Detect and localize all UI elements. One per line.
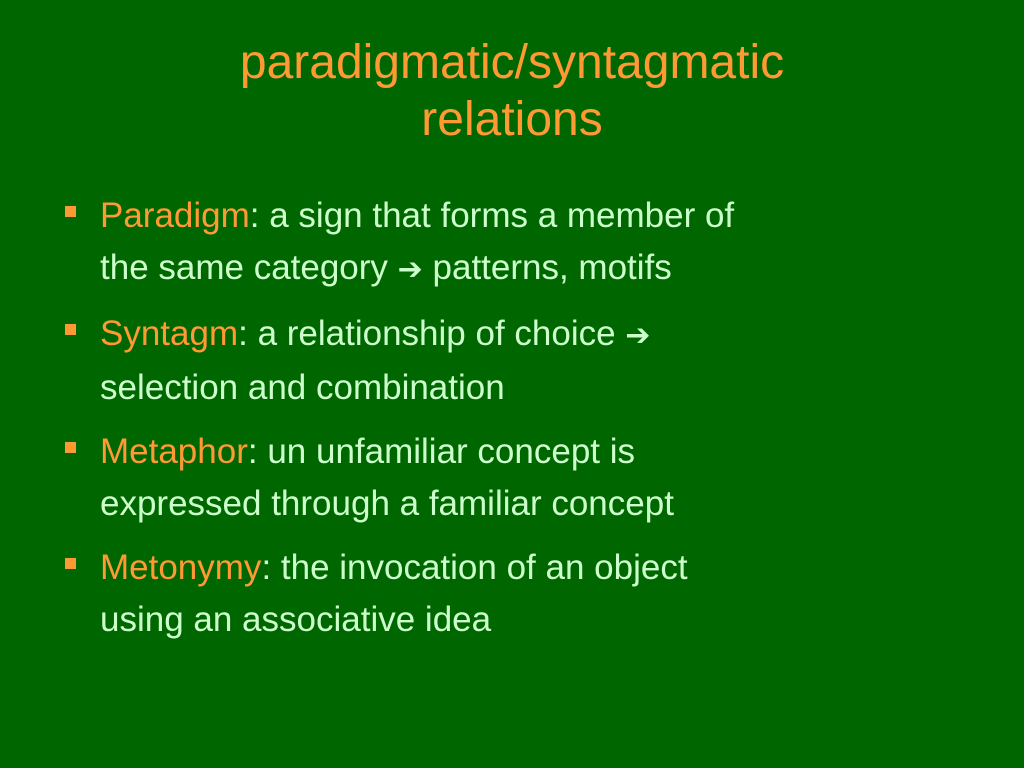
- bullet-text: : the invocation of an object: [261, 548, 688, 587]
- slide-title-line-2: relations: [421, 93, 603, 146]
- bullet-item-metaphor: Metaphor: un unfamiliar concept is expre…: [62, 426, 962, 530]
- right-arrow-icon: ➔: [397, 252, 423, 287]
- bullet-term: Paradigm: [100, 196, 250, 235]
- bullet-text: expressed through a familiar concept: [100, 484, 674, 523]
- slide-title-line-1: paradigmatic/syntagmatic: [239, 36, 785, 89]
- square-bullet-icon: [65, 206, 76, 217]
- bullet-text: : a sign that forms a member of: [249, 196, 735, 235]
- right-arrow-icon: ➔: [625, 318, 651, 353]
- bullet-item-paradigm: Paradigm: a sign that forms a member of …: [62, 190, 962, 296]
- bullet-item-syntagm: Syntagm: a relationship of choice ➔ sele…: [62, 308, 962, 414]
- bullet-item-metonymy: Metonymy: the invocation of an object us…: [62, 542, 962, 646]
- bullet-term: Metonymy: [100, 548, 262, 587]
- bullet-list: Paradigm: a sign that forms a member of …: [62, 190, 962, 658]
- bullet-text: : a relationship of choice: [238, 314, 626, 353]
- bullet-text: using an associative idea: [100, 600, 492, 639]
- bullet-term: Metaphor: [100, 432, 248, 471]
- bullet-text: : un unfamiliar concept is: [247, 432, 636, 471]
- bullet-text: patterns, motifs: [422, 248, 672, 287]
- bullet-text: the same category: [100, 248, 398, 287]
- slide-title: paradigmatic/syntagmatic relations: [60, 34, 964, 148]
- square-bullet-icon: [65, 442, 76, 453]
- square-bullet-icon: [65, 558, 76, 569]
- bullet-text: selection and combination: [100, 368, 505, 407]
- bullet-term: Syntagm: [100, 314, 239, 353]
- square-bullet-icon: [65, 324, 76, 335]
